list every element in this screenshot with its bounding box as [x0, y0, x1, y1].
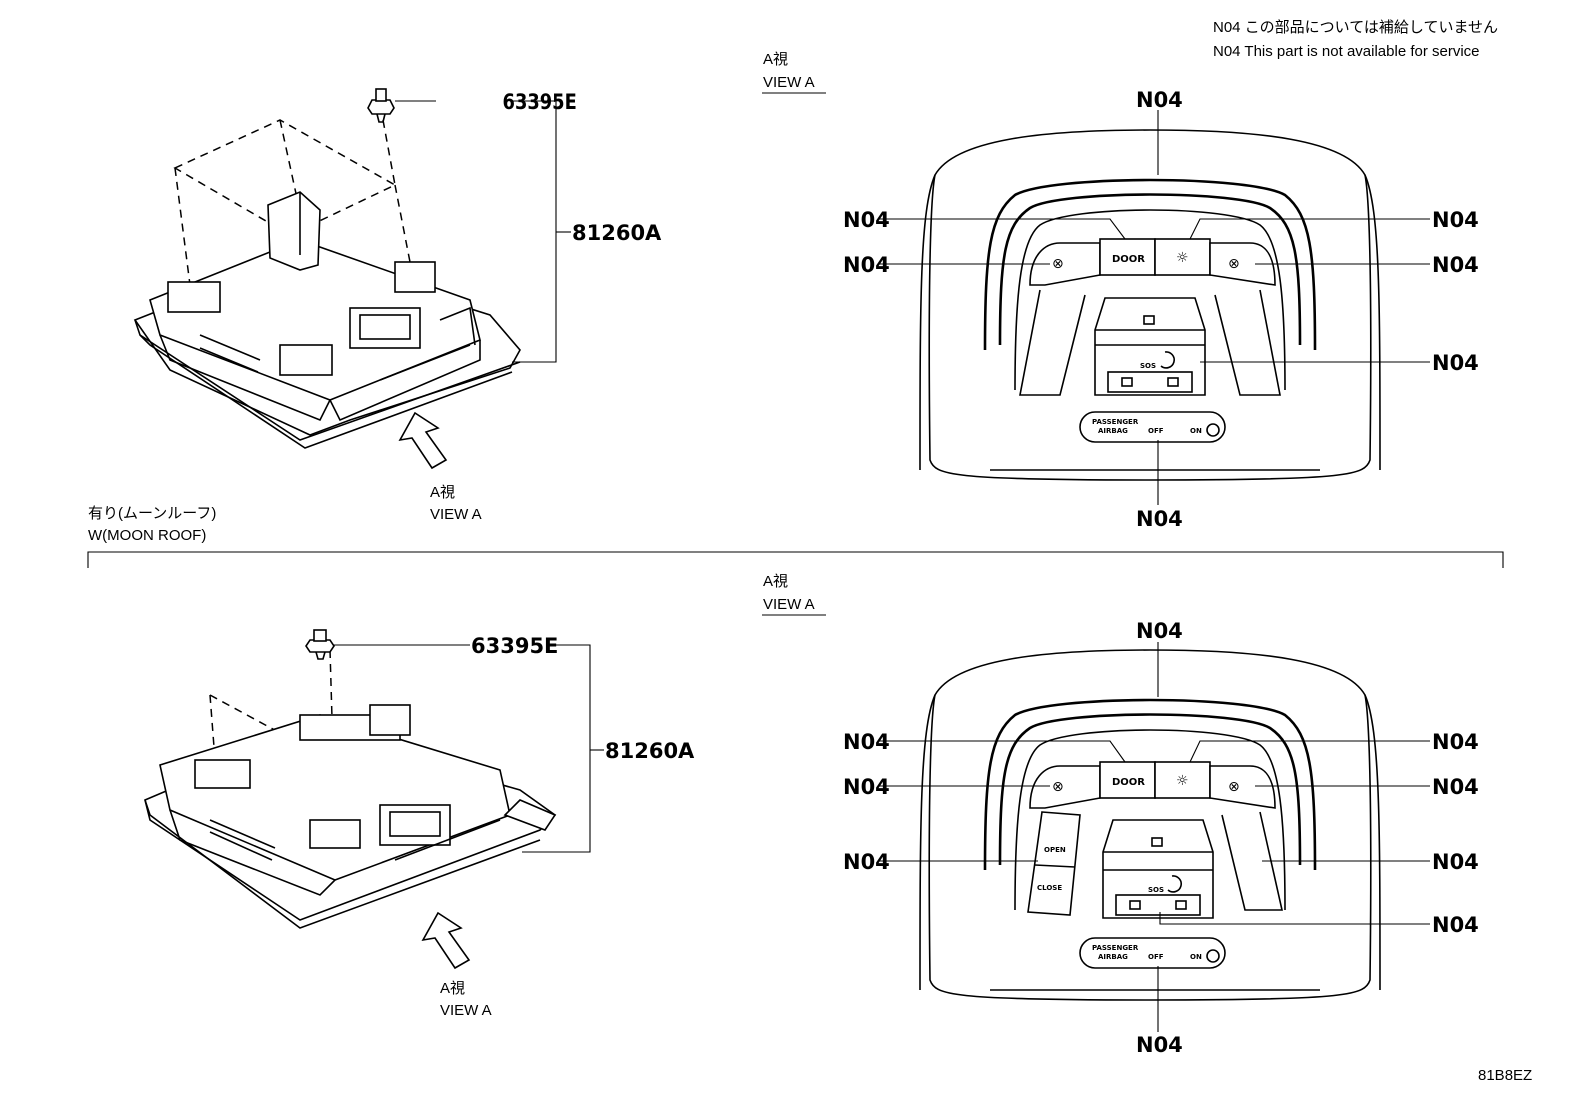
clip-63395e-bottom [305, 629, 335, 660]
sos-label-bottom: SOS [1148, 886, 1164, 894]
airbag-on-label-bottom: ON [1190, 953, 1202, 961]
map-light-left-icon-top: ⊗ [1052, 256, 1064, 272]
open-button-label-bottom: OPEN [1044, 846, 1066, 854]
top-console-view: DOOR ⊗ ☼ ⊗ SOS PASSENGER AIRBAG OFF ON [919, 129, 1381, 481]
callout-n04-bottom-3: N04 [1432, 730, 1479, 754]
dome-light-icon-bottom: ☼ [1176, 773, 1189, 789]
part-number-assembly-top: 81260A [572, 221, 662, 245]
door-button-label-bottom: DOOR [1112, 777, 1145, 788]
callout-n04-bottom-4: N04 [843, 775, 890, 799]
view-arrow-en-top: VIEW A [430, 506, 482, 523]
callout-n04-top-6: N04 [1432, 351, 1479, 375]
callout-n04-bottom-1: N04 [1136, 619, 1183, 643]
map-light-right-icon-top: ⊗ [1228, 256, 1240, 272]
callout-n04-bottom-9: N04 [1136, 1033, 1183, 1057]
note-en: N04 This part is not available for servi… [1213, 43, 1480, 60]
section-bracket [87, 551, 1504, 568]
airbag-off-label-top: OFF [1148, 427, 1164, 435]
diagram-code: 81B8EZ [1478, 1067, 1532, 1084]
callout-n04-top-1: N04 [1136, 88, 1183, 112]
map-light-left-icon-bottom: ⊗ [1052, 779, 1064, 795]
view-title-en-top: VIEW A [763, 74, 815, 91]
airbag-off-label-bottom: OFF [1148, 953, 1164, 961]
callout-n04-top-3: N04 [1432, 208, 1479, 232]
section-label-en: W(MOON ROOF) [88, 527, 206, 544]
part-number-assembly-bottom: 81260A [605, 739, 695, 763]
callout-n04-top-7: N04 [1136, 507, 1183, 531]
dome-light-icon-top: ☼ [1176, 250, 1189, 266]
map-light-right-icon-bottom: ⊗ [1228, 779, 1240, 795]
airbag-label-line1-top: PASSENGER [1092, 418, 1139, 426]
airbag-label-line2-top: AIRBAG [1098, 427, 1128, 435]
sos-label-top: SOS [1140, 362, 1156, 370]
close-button-label-bottom: CLOSE [1037, 884, 1062, 892]
callout-n04-top-4: N04 [843, 253, 890, 277]
view-arrow-jp-bottom: A視 [440, 980, 465, 997]
part-number-clip-top: 63395E [503, 90, 577, 115]
view-a-arrow-top [398, 411, 448, 470]
airbag-label-line1-bottom: PASSENGER [1092, 944, 1139, 952]
view-title-en-bottom: VIEW A [763, 596, 815, 613]
callout-n04-bottom-6: N04 [843, 850, 890, 874]
part-number-clip-bottom: 63395E [471, 634, 558, 658]
callout-n04-top-2: N04 [843, 208, 890, 232]
callout-n04-bottom-8: N04 [1432, 913, 1479, 937]
view-title-jp-top: A視 [763, 51, 788, 68]
top-assembly-drawing [133, 88, 521, 449]
bottom-assembly-drawing [144, 629, 557, 929]
note-jp: N04 この部品については補給していません [1213, 19, 1498, 36]
airbag-on-label-top: ON [1190, 427, 1202, 435]
callout-n04-bottom-2: N04 [843, 730, 890, 754]
bottom-console-view: DOOR ⊗ ☼ ⊗ OPEN CLOSE SOS PASSENGER AIRB… [919, 649, 1381, 1001]
view-title-jp-bottom: A視 [763, 573, 788, 590]
section-label-jp: 有り(ムーンルーフ) [88, 505, 216, 522]
clip-63395e-top [367, 88, 395, 123]
view-a-arrow-bottom [421, 911, 471, 970]
airbag-label-line2-bottom: AIRBAG [1098, 953, 1128, 961]
callout-n04-bottom-7: N04 [1432, 850, 1479, 874]
door-button-label-top: DOOR [1112, 254, 1145, 265]
callout-n04-bottom-5: N04 [1432, 775, 1479, 799]
callout-n04-top-5: N04 [1432, 253, 1479, 277]
view-arrow-en-bottom: VIEW A [440, 1002, 492, 1019]
view-arrow-jp-top: A視 [430, 484, 455, 501]
